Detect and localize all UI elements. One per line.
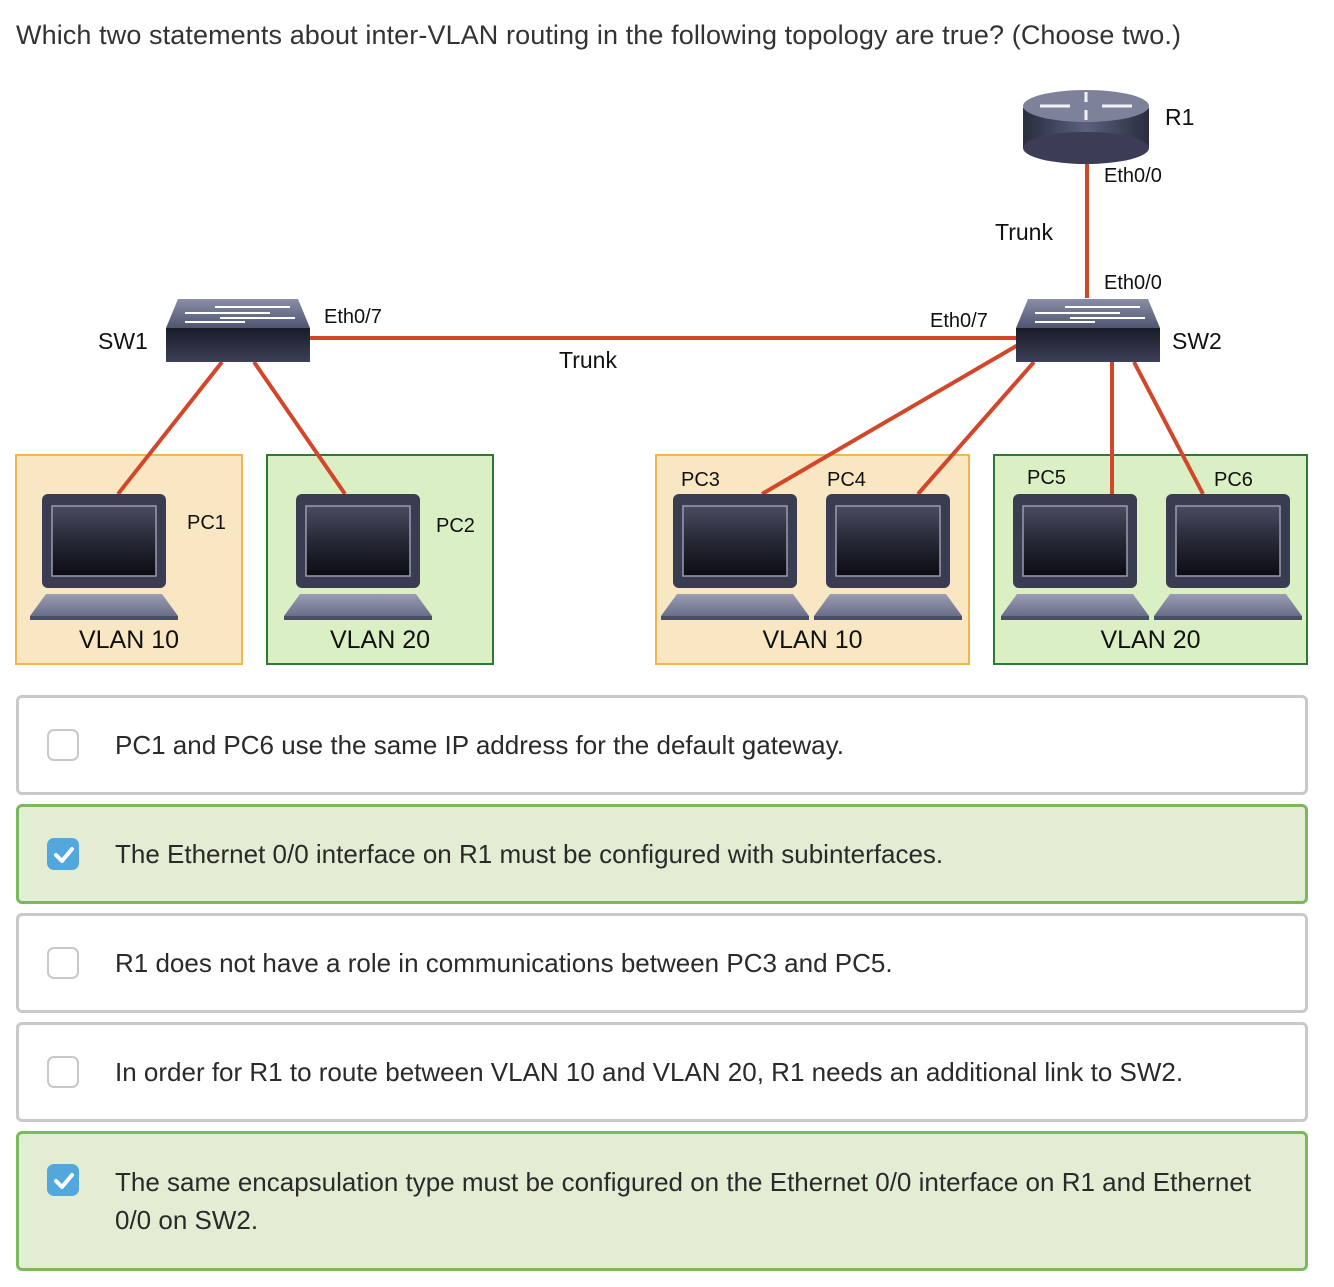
vlan-label: VLAN 10 — [762, 626, 863, 654]
checkbox[interactable] — [47, 729, 79, 761]
answer-option[interactable]: The Ethernet 0/0 interface on R1 must be… — [16, 804, 1308, 904]
laptop-icon-pc3 — [661, 494, 809, 620]
answer-options: PC1 and PC6 use the same IP address for … — [16, 695, 1308, 1280]
link-sw1-pc1 — [116, 360, 224, 496]
label-pc1: PC1 — [187, 512, 226, 534]
option-text: R1 does not have a role in communication… — [115, 948, 893, 978]
vlan-label: VLAN 10 — [78, 626, 180, 654]
laptop-icon-pc5 — [1001, 494, 1149, 620]
vlan-label: VLAN 20 — [329, 626, 431, 654]
label-pc5: PC5 — [1027, 467, 1066, 489]
label-r1-port: Eth0/0 — [1104, 165, 1162, 187]
checkmark-icon — [54, 1173, 74, 1189]
checkbox-checked[interactable] — [47, 1164, 79, 1196]
label-pc2: PC2 — [436, 515, 475, 537]
laptop-icon-pc4 — [814, 494, 962, 620]
label-r1: R1 — [1165, 104, 1195, 130]
answer-option[interactable]: R1 does not have a role in communication… — [16, 913, 1308, 1013]
answer-option[interactable]: In order for R1 to route between VLAN 10… — [16, 1022, 1308, 1122]
laptop-icon-pc6 — [1154, 494, 1302, 620]
checkmark-icon — [54, 847, 74, 863]
label-sw2: SW2 — [1172, 328, 1222, 354]
label-trunk-sw1-sw2: Trunk — [559, 347, 617, 373]
link-sw1-pc2 — [252, 360, 347, 496]
vlan-label: VLAN 20 — [1100, 626, 1201, 654]
laptop-icon-pc1 — [30, 494, 178, 620]
network-topology: VLAN 10 VLAN 20 VLAN 10 VLAN 20 — [0, 70, 1334, 680]
label-sw1: SW1 — [98, 328, 148, 354]
label-trunk-r1-sw2: Trunk — [995, 219, 1053, 245]
switch-icon-sw2 — [1016, 299, 1160, 362]
option-text: The Ethernet 0/0 interface on R1 must be… — [115, 839, 944, 869]
label-pc3: PC3 — [681, 469, 720, 491]
link-sw2-pc4 — [916, 360, 1036, 496]
laptop-icon-pc2 — [284, 494, 432, 620]
label-pc4: PC4 — [827, 469, 866, 491]
label-sw2-port: Eth0/7 — [930, 310, 988, 332]
checkbox[interactable] — [47, 1056, 79, 1088]
answer-option[interactable]: The same encapsulation type must be conf… — [16, 1131, 1308, 1271]
question-text: Which two statements about inter-VLAN ro… — [16, 20, 1182, 50]
checkbox[interactable] — [47, 947, 79, 979]
router-icon — [1023, 90, 1149, 164]
topology-graphics — [30, 90, 1302, 620]
link-sw2-pc6 — [1132, 361, 1205, 495]
option-text: PC1 and PC6 use the same IP address for … — [115, 730, 844, 760]
label-pc6: PC6 — [1214, 469, 1253, 491]
option-text: In order for R1 to route between VLAN 10… — [115, 1057, 1184, 1087]
link-sw2-pc3 — [760, 336, 1032, 496]
answer-option[interactable]: PC1 and PC6 use the same IP address for … — [16, 695, 1308, 795]
checkbox-checked[interactable] — [47, 838, 79, 870]
option-text: The same encapsulation type must be conf… — [115, 1167, 1252, 1235]
label-sw1-port: Eth0/7 — [324, 306, 382, 328]
switch-icon-sw1 — [166, 299, 310, 362]
label-sw2-uplink: Eth0/0 — [1104, 272, 1162, 294]
